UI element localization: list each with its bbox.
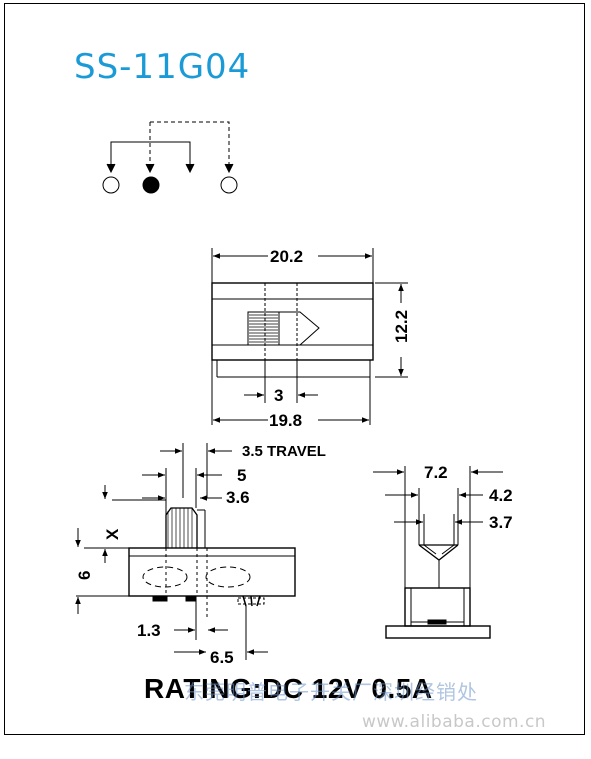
switch-schematic <box>102 121 238 194</box>
dim-front-x: X <box>103 528 122 540</box>
terminal-common-icon <box>142 176 160 194</box>
schematic-arms <box>110 141 191 172</box>
dim-top-height: 12.2 <box>392 310 411 343</box>
contact-ellipse-left <box>142 566 188 588</box>
dim-front-1-3: 1.3 <box>137 621 161 640</box>
side-view <box>373 466 503 639</box>
front-view <box>75 443 296 660</box>
rating-label: RATING:DC 12V 0.5A <box>144 673 433 704</box>
top-view <box>211 248 408 425</box>
side-view-flange <box>385 625 491 639</box>
dim-top-bottom-width: 19.8 <box>269 411 302 430</box>
top-view-body <box>211 282 374 361</box>
slider-knob <box>247 311 280 346</box>
drawing-frame <box>4 3 585 735</box>
slider-arrow <box>279 311 320 346</box>
actuator-lever <box>165 507 198 548</box>
terminal-open-left-icon <box>102 176 120 194</box>
dim-top-slot: 3 <box>274 386 283 405</box>
dim-travel: 3.5 TRAVEL <box>242 443 326 460</box>
part-number-title: SS-11G04 <box>74 47 251 87</box>
watermark-url: www.alibaba.com.cn <box>362 712 547 732</box>
dim-front-6: 6 <box>75 571 94 580</box>
dim-front-5: 5 <box>237 466 246 485</box>
dim-side-3-7: 3.7 <box>489 513 513 532</box>
contact-ellipse-right <box>205 566 251 588</box>
dim-side-4-2: 4.2 <box>489 486 513 505</box>
dim-front-6-5: 6.5 <box>210 648 234 667</box>
dim-side-7-2: 7.2 <box>424 463 448 482</box>
schematic-dashed-link <box>150 121 230 165</box>
watermark-chinese: 东莞明普电子开关厂深圳经销处 <box>184 680 478 704</box>
terminal-open-right-icon <box>220 176 238 194</box>
dim-top-width: 20.2 <box>270 247 303 266</box>
front-view-body <box>128 547 296 597</box>
dim-front-3-6: 3.6 <box>226 488 250 507</box>
side-actuator-vee <box>418 544 459 561</box>
